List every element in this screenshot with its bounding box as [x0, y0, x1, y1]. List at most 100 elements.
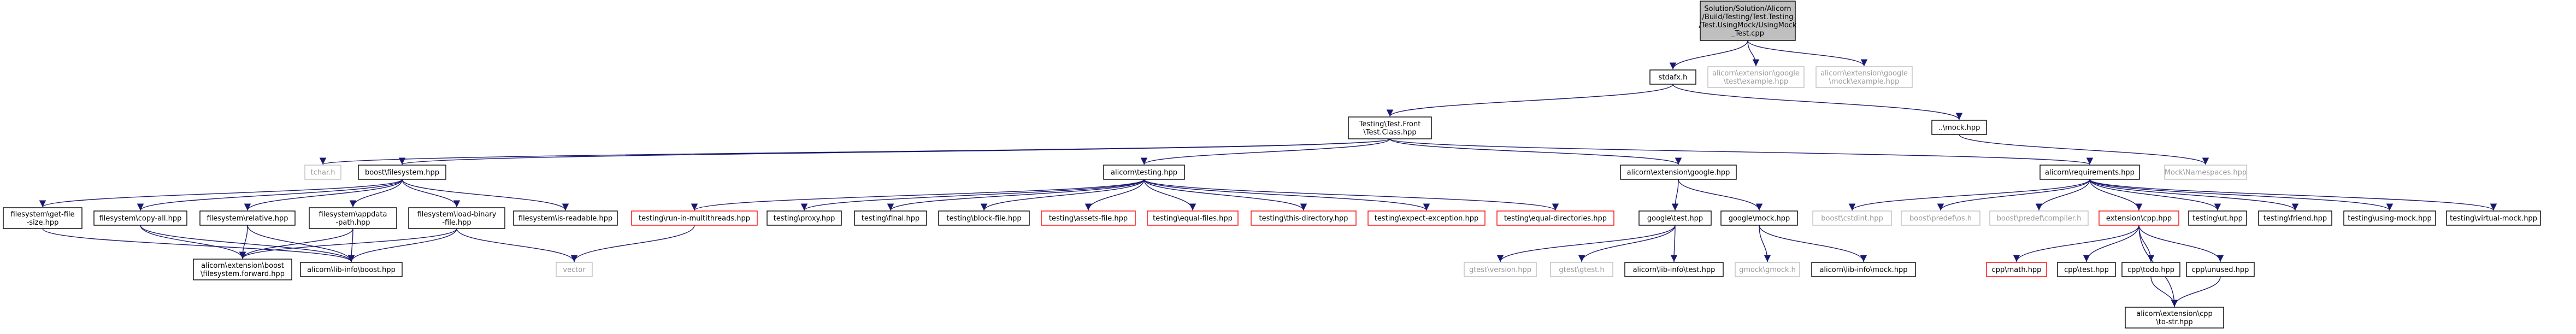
node-ext-cpp[interactable]: extension\cpp.hpp [2098, 210, 2179, 226]
node-box [2186, 262, 2255, 277]
edge-root-to-stdafx [1669, 40, 1748, 70]
node-box [2039, 165, 2140, 180]
node-box [938, 210, 1030, 226]
node-box [1720, 210, 1798, 226]
edge-fs_appdata-to-lib_boost [347, 228, 355, 262]
edge-stdafx-to-testfront [1386, 84, 1673, 117]
node-t-equal-dirs[interactable]: testing\equal-directories.hpp [1496, 210, 1614, 226]
node-root[interactable]: Solution/Solution/Alicorn/Build/Testing/… [1699, 1, 1797, 41]
node-cpp-todo[interactable]: cpp\todo.hpp [2121, 262, 2180, 277]
node-label: google\test.hpp [1647, 215, 1703, 223]
edge-testing_hpp-to-t_expect_exc [1143, 179, 1430, 211]
edge-boost_fs-to-fs_appdata [349, 179, 403, 208]
edge-requirements-to-ext_cpp [2089, 179, 2143, 211]
node-cpp-to-str[interactable]: alicorn\extension\cpp\to-str.hpp [2125, 307, 2224, 329]
node-box [1812, 210, 1892, 226]
node-label: testing\equal-directories.hpp [1504, 215, 1607, 223]
node-cpp-unused[interactable]: cpp\unused.hpp [2186, 262, 2255, 277]
node-t-equal-files[interactable]: testing\equal-files.hpp [1147, 210, 1239, 226]
node-google-hpp[interactable]: alicorn\extension\google.hpp [1620, 165, 1737, 180]
node-gtest-version[interactable]: gtest\version.hpp [1464, 262, 1537, 277]
edge-testfront-to-testing_hpp [1140, 138, 1390, 165]
node-label: -size.hpp [27, 219, 59, 227]
node-fs-relative[interactable]: filesystem\relative.hpp [199, 210, 296, 226]
node-box [1901, 210, 1980, 226]
edge-testing_hpp-to-t_equal_files [1143, 179, 1196, 211]
node-label: /Test.UsingMock/UsingMock [1699, 21, 1797, 30]
node-stdafx[interactable]: stdafx.h [1649, 69, 1696, 85]
node-label: alicorn\testing.hpp [1111, 169, 1177, 177]
node-label: Mock\Namespaces.hpp [2165, 169, 2247, 177]
node-box [1041, 210, 1136, 226]
node-box [1496, 210, 1614, 226]
node-testing-hpp[interactable]: alicorn\testing.hpp [1103, 165, 1185, 180]
node-tchar[interactable]: tchar.h [304, 165, 341, 180]
node-requirements[interactable]: alicorn\requirements.hpp [2039, 165, 2140, 180]
node-box [1147, 210, 1239, 226]
node-g-test[interactable]: google\test.hpp [1638, 210, 1712, 226]
node-fs-readable[interactable]: filesystem\is-readable.hpp [513, 210, 618, 226]
dependency-edges [39, 40, 2497, 307]
node-box [1989, 210, 2089, 226]
node-label: testing\virtual-mock.hpp [2450, 215, 2537, 223]
node-testfront[interactable]: Testing\Test.Front\Test.Class.hpp [1348, 116, 1432, 139]
node-box [304, 165, 341, 180]
edge-requirements-to-t_virtual_mock [2089, 179, 2497, 211]
node-boost-fs[interactable]: boost\filesystem.hpp [358, 165, 446, 180]
node-fs-forward[interactable]: alicorn\extension\boost\filesystem.forwa… [193, 259, 292, 280]
node-t-virtual-mock[interactable]: testing\virtual-mock.hpp [2446, 210, 2541, 226]
node-fs-load-binary[interactable]: filesystem\load-binary-file.hpp [408, 207, 505, 229]
node-label: gmock\gmock.h [1739, 266, 1796, 274]
node-cpp-math[interactable]: cpp\math.hpp [1986, 262, 2047, 277]
node-predef-os[interactable]: boost\predef\os.h [1901, 210, 1980, 226]
edge-boost_fs-to-fs_copy_all [137, 179, 403, 211]
node-label: testing\expect-exception.hpp [1375, 215, 1479, 223]
node-box [2121, 262, 2180, 277]
node-t-run-mt[interactable]: testing\run-in-multithreads.hpp [631, 210, 758, 226]
node-fs-get-file-size[interactable]: filesystem\get-file-size.hpp [3, 207, 82, 229]
node-label: /Build/Testing/Test.Testing [1702, 13, 1794, 21]
node-box [1464, 262, 1537, 277]
node-cstdint[interactable]: boost\cstdint.hpp [1812, 210, 1892, 226]
node-t-assets-file[interactable]: testing\assets-file.hpp [1041, 210, 1136, 226]
node-cpp-test[interactable]: cpp\test.hpp [2057, 262, 2116, 277]
node-t-ut[interactable]: testing\ut.hpp [2188, 210, 2247, 226]
node-box [1707, 66, 1805, 88]
edge-google_hpp-to-g_test [1671, 179, 1679, 211]
node-label: testing\proxy.hpp [774, 215, 835, 223]
node-t-expect-exc[interactable]: testing\expect-exception.hpp [1367, 210, 1486, 226]
edge-g_test-to-lib_test [1670, 225, 1678, 262]
node-mock-hpp[interactable]: ..\mock.hpp [1931, 120, 1987, 135]
edge-requirements-to-t_using_mock [2089, 179, 2394, 211]
node-t-proxy[interactable]: testing\proxy.hpp [767, 210, 842, 226]
node-fs-copy-all[interactable]: filesystem\copy-all.hpp [93, 210, 187, 226]
node-gmock-h[interactable]: gmock\gmock.h [1735, 262, 1800, 277]
node-label: cpp\math.hpp [1992, 266, 2042, 274]
node-mock-example[interactable]: alicorn\extension\google\mock\example.hp… [1815, 66, 1913, 88]
node-label: alicorn\extension\google [1820, 69, 1908, 78]
node-t-final[interactable]: testing\final.hpp [854, 210, 927, 226]
node-fs-appdata[interactable]: filesystem\appdata-path.hpp [309, 207, 397, 229]
node-lib-boost[interactable]: alicorn\lib-info\boost.hpp [300, 262, 403, 277]
node-label: alicorn\requirements.hpp [2045, 169, 2135, 177]
node-lib-test[interactable]: alicorn\lib-info\test.hpp [1624, 262, 1724, 277]
node-t-friend[interactable]: testing\friend.hpp [2258, 210, 2332, 226]
node-label: filesystem\is-readable.hpp [518, 215, 612, 223]
edge-requirements-to-cstdint [1848, 179, 2090, 211]
node-t-this-dir[interactable]: testing\this-directory.hpp [1251, 210, 1357, 226]
node-vector[interactable]: vector [556, 262, 593, 277]
node-gtest-h[interactable]: gtest\gtest.h [1550, 262, 1613, 277]
node-t-block-file[interactable]: testing\block-file.hpp [938, 210, 1030, 226]
edge-testing_hpp-to-t_this_dir [1143, 179, 1307, 211]
edge-testfront-to-requirements [1389, 138, 2093, 165]
node-g-mock[interactable]: google\mock.hpp [1720, 210, 1798, 226]
node-mock-ns[interactable]: Mock\Namespaces.hpp [2164, 165, 2247, 180]
edge-fs_load_binary-to-vector [456, 228, 578, 262]
edge-boost_fs-to-fs_readable [402, 179, 569, 211]
node-predef-compiler[interactable]: boost\predef\compiler.h [1989, 210, 2089, 226]
node-google-example[interactable]: alicorn\extension\google\test\example.hp… [1707, 66, 1805, 88]
node-lib-mock[interactable]: alicorn\lib-info\mock.hpp [1811, 262, 1916, 277]
node-t-using-mock[interactable]: testing\using-mock.hpp [2343, 210, 2436, 226]
edge-g_test-to-gtest_version [1496, 225, 1676, 262]
node-label: \test\example.hpp [1724, 78, 1789, 86]
